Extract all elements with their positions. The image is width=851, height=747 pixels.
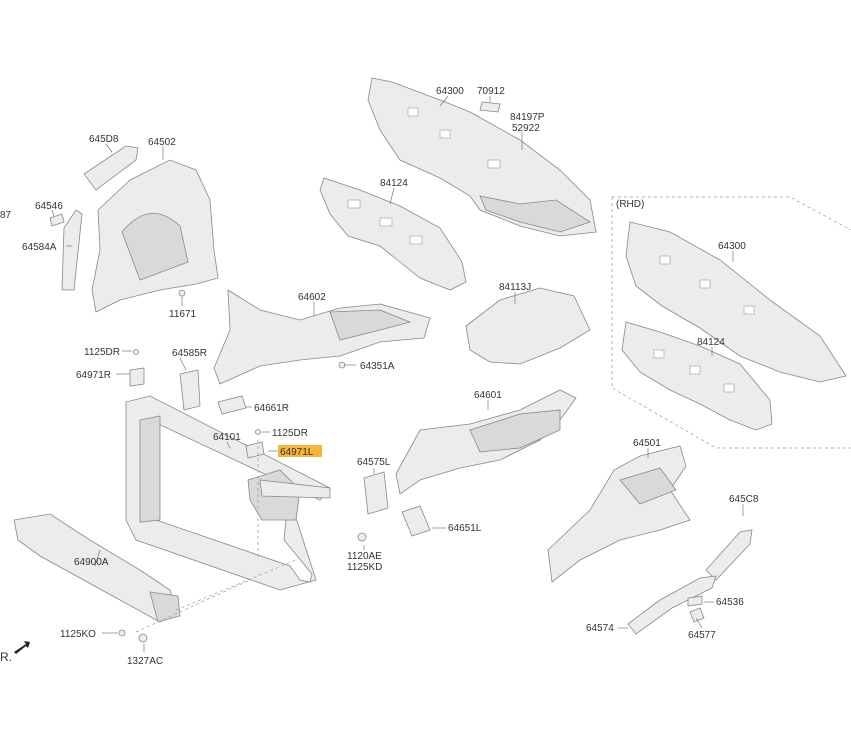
label-84197p[interactable]: 84197P (510, 112, 545, 123)
label-1120ae[interactable]: 1120AE (347, 551, 382, 562)
part-64502-wheel-house (91, 159, 219, 313)
part-1125dr-bolt-b (255, 429, 261, 435)
label-64971r[interactable]: 64971R (76, 370, 111, 381)
label-1125dr-b[interactable]: 1125DR (272, 428, 308, 439)
label-64900a[interactable]: 64900A (74, 557, 109, 568)
label-64351a[interactable]: 64351A (360, 361, 395, 372)
part-645c8-reinforcement (705, 529, 753, 581)
part-84113j-insulator (465, 287, 591, 365)
front-direction-indicator: R. (0, 641, 30, 664)
part-84124-insulator (319, 177, 467, 291)
label-84113j[interactable]: 84113J (499, 282, 531, 293)
part-64577-clip (689, 607, 705, 623)
label-645c8[interactable]: 645C8 (729, 494, 759, 505)
label-64602[interactable]: 64602 (298, 292, 326, 303)
part-64651l-bracket (401, 505, 431, 537)
part-64661r-bracket (217, 395, 247, 415)
part-64300-dash-panel (367, 77, 597, 237)
part-64601-side-member (395, 389, 577, 495)
part-64574-rail (627, 575, 717, 635)
label-64575l[interactable]: 64575L (357, 457, 391, 468)
part-64584a-bracket (61, 209, 83, 291)
label-70912[interactable]: 70912 (477, 86, 505, 97)
label-64501[interactable]: 64501 (633, 438, 661, 449)
front-arrow-icon (14, 641, 30, 654)
label-52922[interactable]: 52922 (512, 123, 540, 134)
leader-lines (51, 95, 744, 652)
part-70912-clip (479, 101, 501, 113)
label-64577[interactable]: 64577 (688, 630, 716, 641)
part-1120ae-bolt (357, 532, 367, 542)
part-1327ac-nut (138, 633, 148, 643)
label-84124-rhd[interactable]: 84124 (697, 337, 725, 348)
front-label: R. (0, 650, 12, 664)
part-64536-clip (687, 595, 703, 607)
part-1125dr-bolt-a (133, 349, 139, 355)
part-64546-clip (49, 213, 65, 227)
label-64971l[interactable]: 64971L (280, 447, 314, 458)
part-84124-rhd-insulator (621, 321, 773, 431)
part-64101-radiator-support (125, 395, 331, 591)
part-645d8-reinforcement (83, 145, 139, 191)
label-64661r[interactable]: 64661R (254, 403, 289, 414)
label-84124[interactable]: 84124 (380, 178, 408, 189)
part-64585r-bracket (179, 369, 201, 411)
label-64574[interactable]: 64574 (586, 623, 614, 634)
part-11671-bolt (178, 289, 186, 297)
label-1327ac[interactable]: 1327AC (127, 656, 163, 667)
part-64501-wheel-house (547, 445, 691, 583)
label-645d8[interactable]: 645D8 (89, 134, 119, 145)
label-1125dr-a[interactable]: 1125DR (84, 347, 120, 358)
rhd-dashed-frame (611, 196, 851, 449)
label-1125kd[interactable]: 1125KD (347, 562, 382, 573)
assembly-line-b (175, 559, 297, 611)
part-64300-rhd-dash-panel (625, 221, 847, 383)
label-64502[interactable]: 64502 (148, 137, 176, 148)
label-64651l[interactable]: 64651L (448, 523, 482, 534)
label-64585r[interactable]: 64585R (172, 348, 207, 359)
part-64575l-bracket (363, 471, 389, 515)
part-64602-side-member (213, 289, 431, 385)
label-1125ko[interactable]: 1125KO (60, 629, 96, 640)
label-64584a[interactable]: 64584A (22, 242, 57, 253)
part-1125ko-bolt (118, 629, 126, 637)
label-87[interactable]: 87 (0, 210, 12, 221)
label-64601[interactable]: 64601 (474, 390, 502, 401)
label-64546[interactable]: 64546 (35, 201, 63, 212)
label-64101[interactable]: 64101 (213, 432, 241, 443)
part-64900a-bumper-beam (13, 513, 181, 623)
label-11671[interactable]: 11671 (169, 309, 197, 320)
label-64300[interactable]: 64300 (436, 86, 464, 97)
part-64971r-clip (129, 367, 145, 387)
label-64300-rhd[interactable]: 64300 (718, 241, 746, 252)
assembly-line-a (135, 579, 251, 633)
part-64971l-clip (245, 441, 265, 459)
highlight-64971l (278, 445, 322, 457)
label-rhd[interactable]: (RHD) (616, 199, 644, 210)
label-64536[interactable]: 64536 (716, 597, 744, 608)
